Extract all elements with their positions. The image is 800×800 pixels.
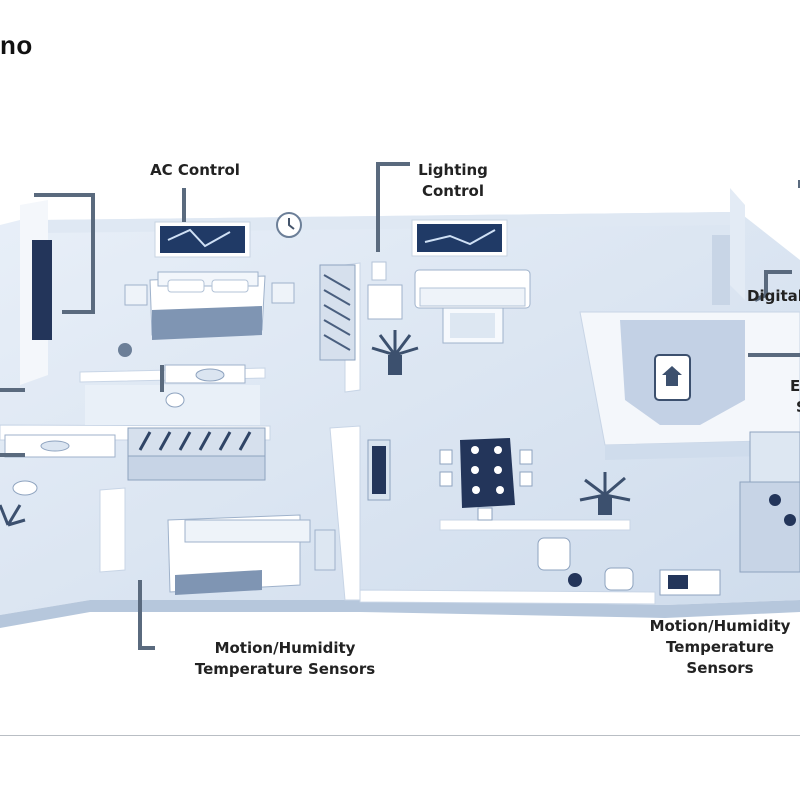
label-digital-text: Digital — [747, 287, 800, 305]
label-motion-left-line1: Motion/Humidity — [214, 639, 356, 657]
label-ac-control: AC Control — [140, 160, 250, 181]
armchairs — [537, 537, 634, 591]
plant-left — [371, 330, 419, 375]
hall-tv-panel — [367, 439, 391, 501]
label-lighting-line1: Lighting — [418, 161, 488, 179]
slide-title: no — [0, 30, 33, 60]
kitchen — [659, 431, 800, 596]
label-motion-left-line2: Temperature Sensors — [194, 660, 376, 678]
plant-right — [579, 472, 631, 515]
wall-art-right — [411, 219, 508, 257]
plant-bottom-left — [0, 504, 26, 527]
living-sofa — [367, 261, 531, 344]
label-right-middle-line2: S — [790, 397, 800, 418]
bathroom — [4, 364, 260, 496]
label-lighting-control: Lighting Control — [408, 160, 498, 202]
home-tablet-icon — [654, 354, 691, 401]
label-lighting-line2: Control — [421, 182, 484, 200]
label-right-middle-line1: E — [790, 377, 800, 395]
label-right-middle: E S — [790, 376, 800, 418]
label-motion-right: Motion/Humidity Temperature Sensors — [630, 616, 800, 679]
closet-shelf — [127, 427, 266, 481]
label-motion-left: Motion/Humidity Temperature Sensors — [190, 638, 380, 680]
wall-art-left — [154, 221, 251, 258]
label-motion-right-line2: Temperature Sensors — [666, 638, 774, 677]
footer-divider — [0, 735, 800, 736]
dining-table — [439, 438, 533, 521]
label-digital: Digital — [747, 286, 800, 307]
back-wall — [20, 188, 745, 385]
wall-clock-icon — [276, 212, 302, 238]
label-ac-control-text: AC Control — [150, 161, 240, 179]
second-bed — [167, 514, 336, 595]
wardrobe-shelf — [319, 264, 356, 361]
callout-lines — [0, 162, 800, 650]
master-bed — [118, 271, 295, 357]
label-motion-right-line1: Motion/Humidity — [649, 617, 791, 635]
